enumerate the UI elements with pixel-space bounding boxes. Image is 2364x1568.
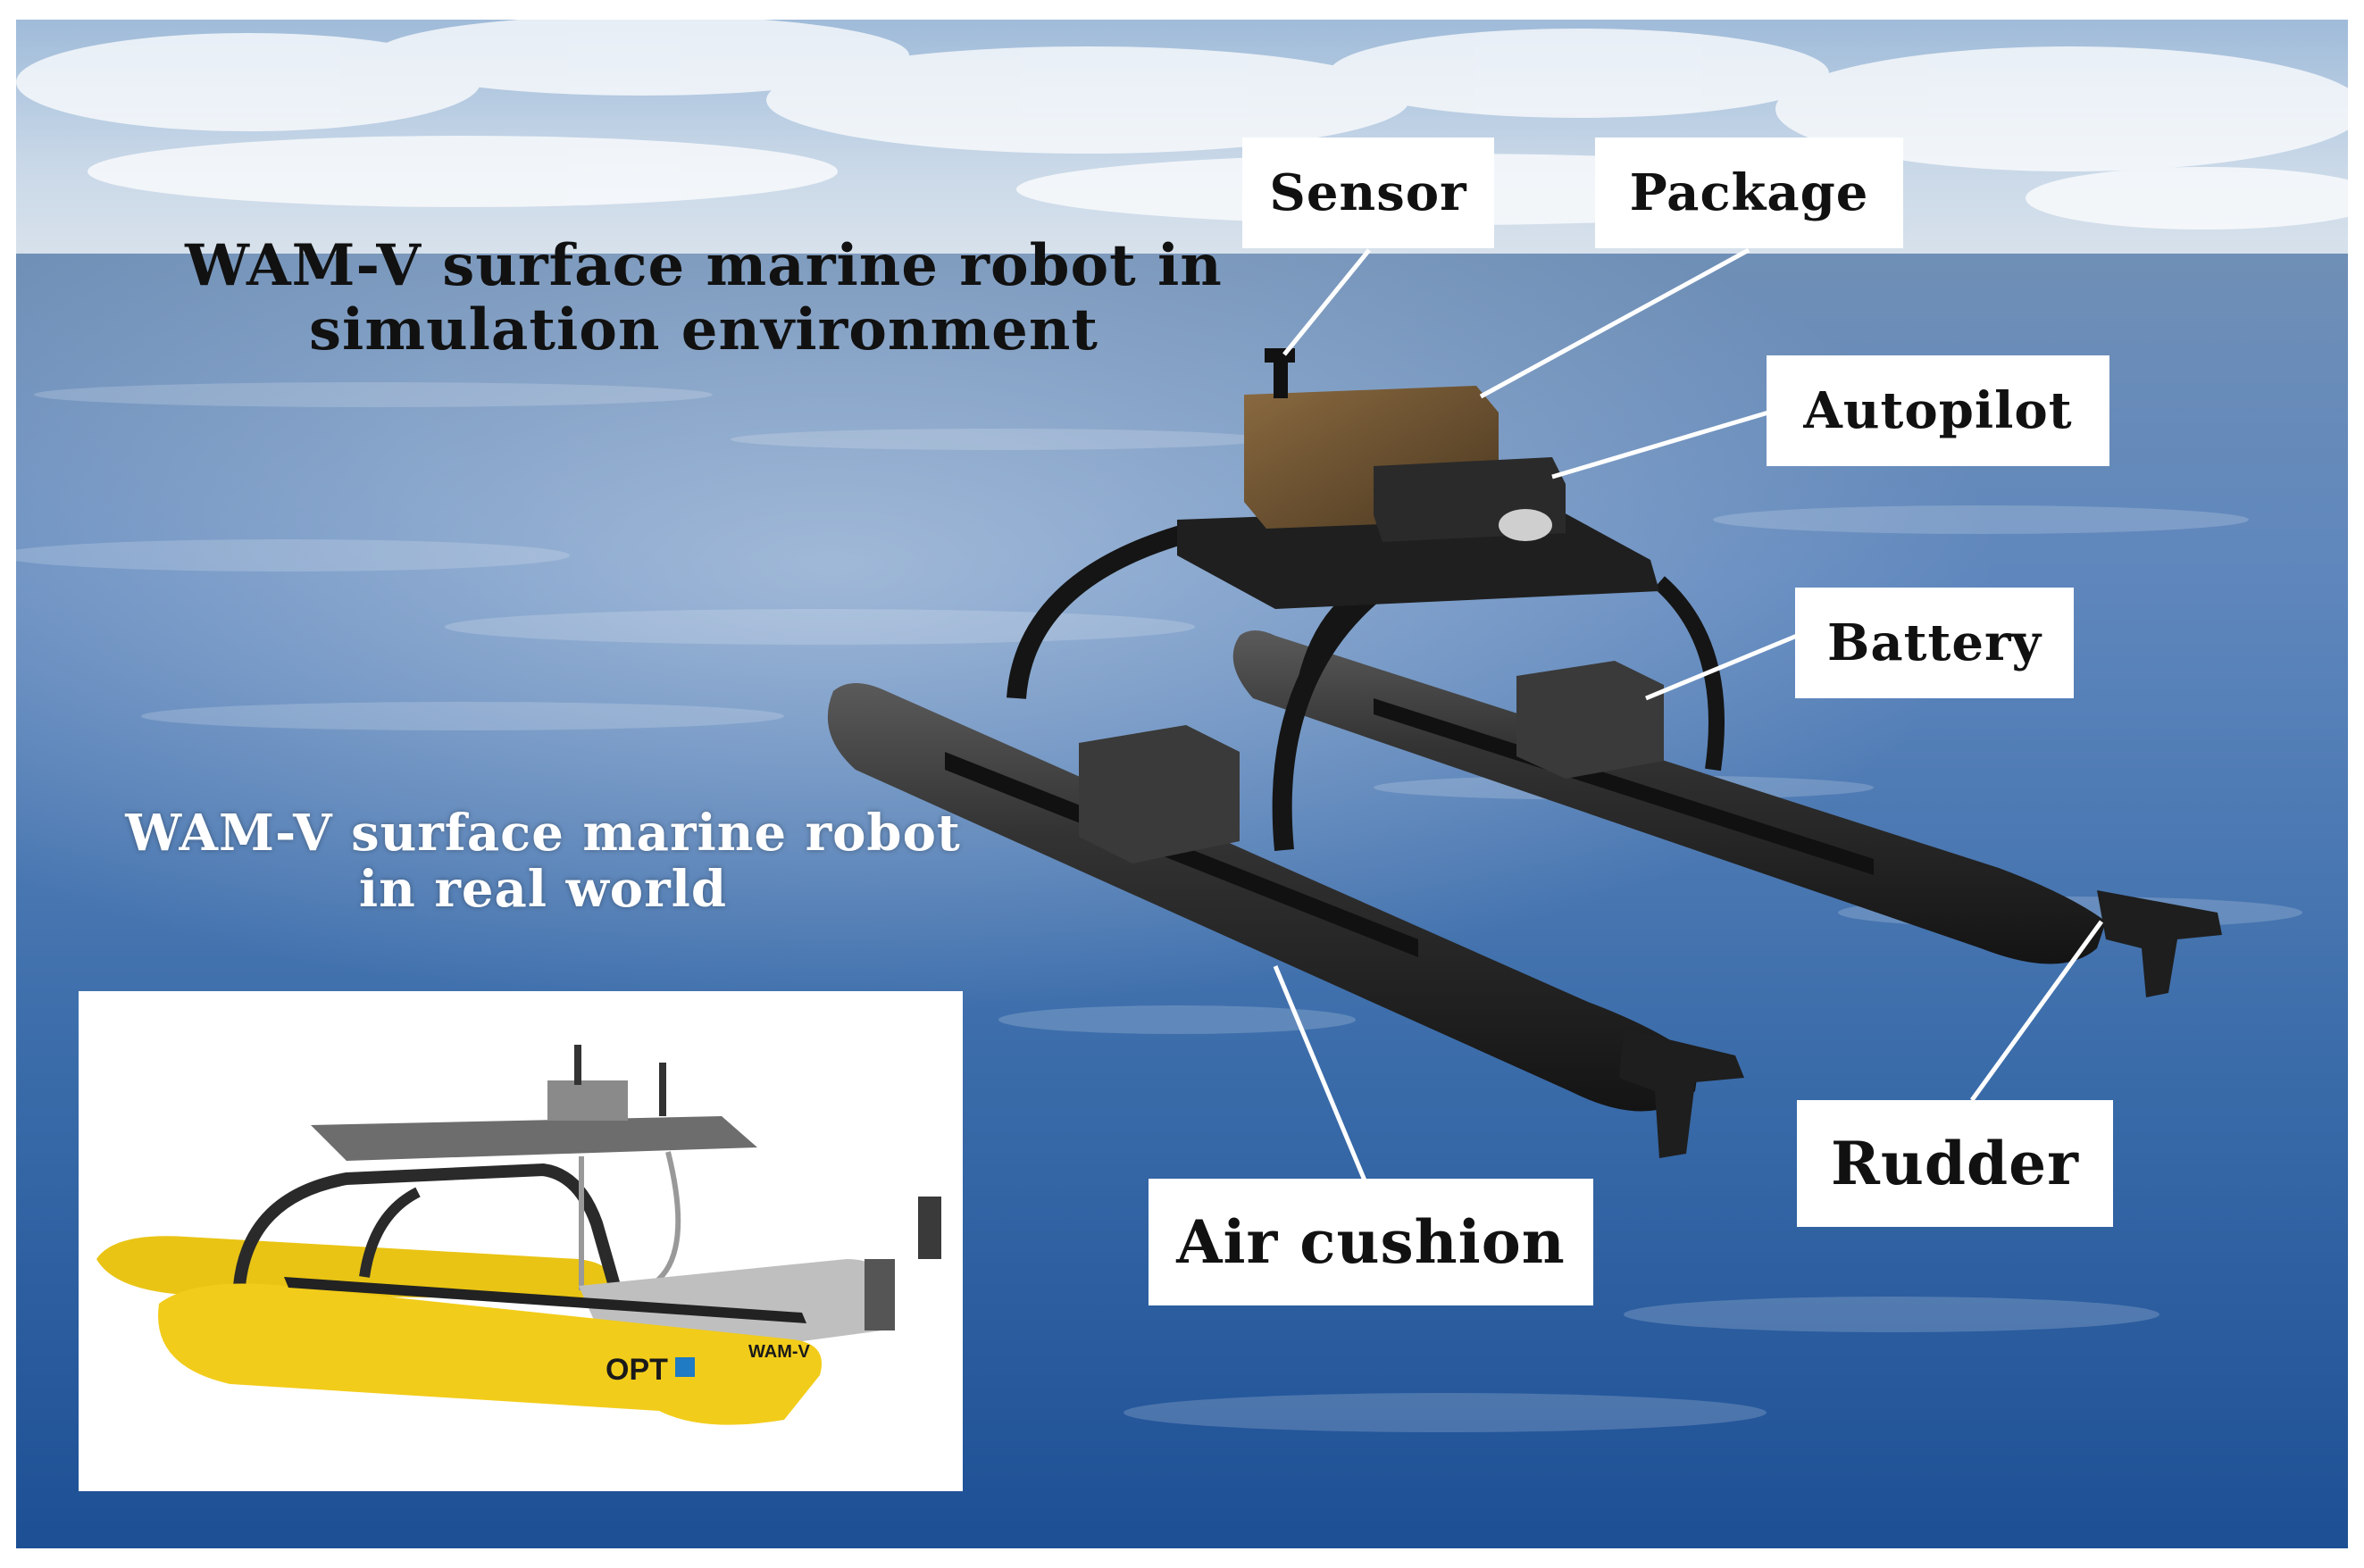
battery-box-left	[1079, 725, 1240, 863]
top-box	[547, 1080, 628, 1121]
sensor-mast	[1274, 357, 1288, 398]
simulation-title: WAM-V surface marine robot in simulation…	[168, 234, 1240, 362]
pipe-2	[648, 1151, 681, 1289]
pontoon-left	[827, 682, 1700, 1112]
antenna-2	[659, 1063, 666, 1116]
opt-logo-mark	[675, 1357, 695, 1377]
leader-autopilot	[1551, 410, 1769, 480]
real-world-photo-inset: OPT WAM-V	[79, 991, 963, 1491]
rudder-left	[1619, 1029, 1744, 1158]
rudder-label: Rudder	[1797, 1100, 2113, 1227]
package-label: Package	[1595, 138, 1903, 248]
battery-box-right	[1516, 661, 1664, 779]
real-world-title: WAM-V surface marine robot in real world	[88, 805, 998, 917]
rail-left	[945, 752, 1418, 957]
simulation-title-line2: simulation environment	[309, 296, 1098, 363]
real-world-title-line2: in real world	[358, 859, 728, 919]
wave-streaks	[16, 382, 2302, 1432]
motor-pod	[865, 1259, 895, 1330]
air-cushion-label: Air cushion	[1149, 1179, 1593, 1305]
figure-frame: WAM-V surface marine robot in simulation…	[16, 20, 2348, 1548]
opt-brand-text: OPT	[606, 1353, 668, 1387]
gps-dome	[1499, 509, 1552, 541]
rail-right	[1374, 698, 1874, 875]
yellow-pontoon-back	[96, 1236, 614, 1299]
top-platform	[311, 1116, 757, 1161]
leader-rudder	[1969, 920, 2104, 1102]
rudder-right	[2097, 890, 2222, 997]
wamv-hull-text: WAM-V	[748, 1342, 811, 1362]
arch-rear-right	[1653, 576, 1725, 771]
yellow-pontoon-front	[158, 1283, 822, 1425]
leader-package	[1479, 247, 1750, 399]
leader-air-cushion	[1273, 965, 1367, 1181]
deck-rail	[284, 1277, 806, 1323]
simulated-wamv-boat	[827, 348, 2222, 1158]
leader-sensor	[1282, 248, 1371, 356]
antenna-1	[574, 1045, 581, 1085]
motor-mast	[918, 1197, 941, 1259]
sensor-label: Sensor	[1242, 138, 1494, 248]
simulation-title-line1: WAM-V surface marine robot in	[185, 232, 1223, 299]
autopilot-label: Autopilot	[1767, 355, 2109, 466]
pipe-1	[579, 1156, 584, 1290]
frame-arch-inner	[359, 1187, 421, 1278]
arch-front-left	[1007, 519, 1207, 699]
real-world-title-line1: WAM-V surface marine robot	[125, 804, 961, 863]
battery-label: Battery	[1795, 588, 2074, 698]
leader-lines	[1273, 247, 2104, 1181]
leader-battery	[1645, 633, 1798, 701]
real-wamv-photo: OPT WAM-V	[96, 1045, 941, 1425]
